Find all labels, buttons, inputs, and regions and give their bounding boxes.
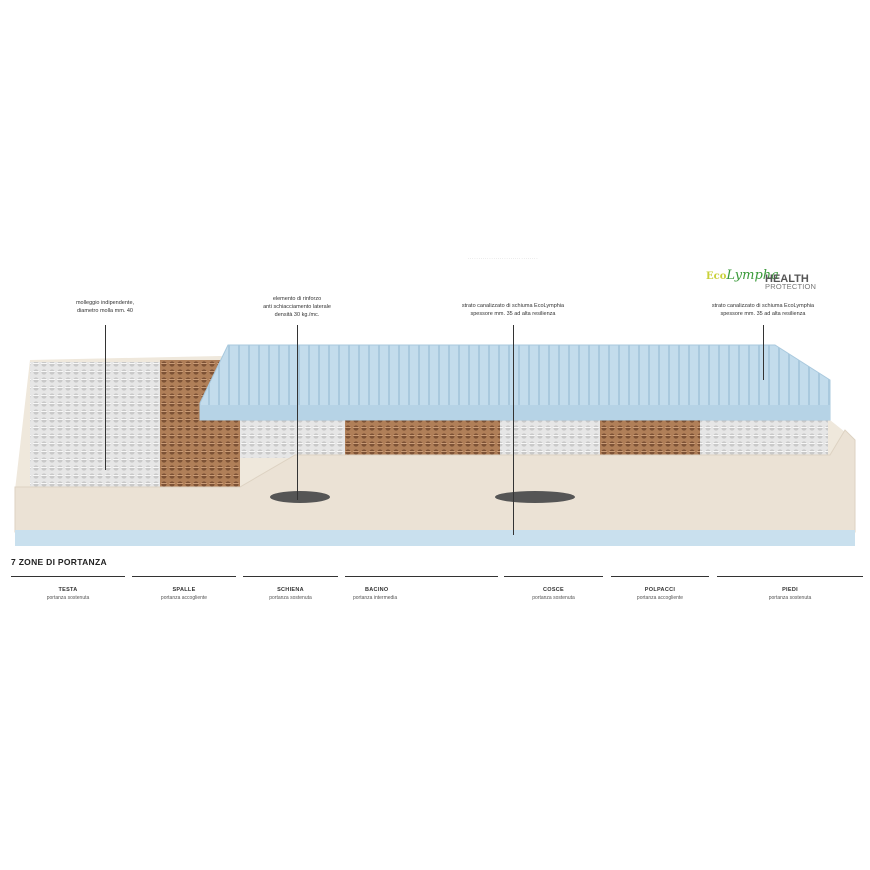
springs-white-piedi: [700, 420, 828, 458]
springs-white-mid: [240, 420, 345, 458]
logo-text: Lympha: [726, 268, 779, 283]
springs-brown-polpacci: [600, 420, 700, 458]
logo-health: HEALTH: [765, 273, 809, 285]
leader-line: [763, 325, 764, 380]
springs-white-cosce: [500, 420, 600, 458]
leader-line: [513, 325, 514, 535]
top-note: · · · · · · · · · · · · · · · · · · · · …: [468, 257, 538, 261]
annotation-foam-1: strato canalizzato di schiuma EcoLymphia…: [461, 303, 565, 317]
leader-line: [297, 325, 298, 500]
springs-white-left: [30, 362, 165, 487]
handle-left: [270, 491, 330, 503]
springs-brown-bacino: [345, 420, 500, 458]
annotation-springs: molleggio indipendente,diametro molla mm…: [75, 300, 135, 314]
ecolymphia-logo: EcoLympha: [706, 268, 779, 283]
handle-right: [495, 491, 575, 503]
section-title: 7 ZONE DI PORTANZA: [11, 557, 107, 567]
bottom-blue-layer: [15, 530, 855, 546]
annotation-foam-2: strato canalizzato di schiuma EcoLymphia…: [711, 303, 815, 317]
logo-prefix: Eco: [706, 271, 727, 282]
leader-line: [105, 325, 106, 470]
logo-protection: PROTECTION: [765, 282, 817, 291]
